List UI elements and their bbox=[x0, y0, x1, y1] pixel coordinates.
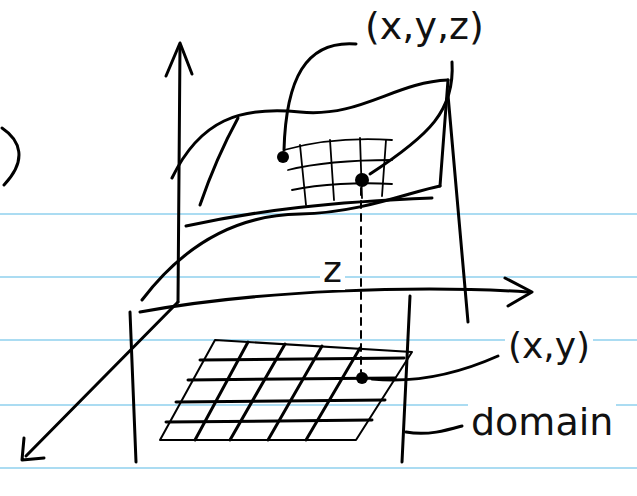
diagonal-axis bbox=[26, 302, 178, 456]
leader-line bbox=[284, 44, 356, 150]
axis-arrowhead bbox=[22, 438, 44, 460]
domain-grid bbox=[160, 340, 412, 440]
axis-label: z bbox=[320, 250, 345, 290]
region-label: domain bbox=[468, 402, 616, 444]
leader-line bbox=[370, 62, 452, 174]
bracket-stroke bbox=[2, 128, 19, 185]
surface-contour bbox=[186, 198, 432, 226]
surface-front-edge bbox=[142, 186, 440, 300]
point-label: (x,y) bbox=[505, 326, 593, 366]
projection-line bbox=[448, 95, 468, 322]
dashed-projection bbox=[360, 188, 362, 372]
surface-point bbox=[355, 173, 369, 187]
horizontal-axis bbox=[140, 289, 528, 312]
axis-arrowhead bbox=[166, 43, 192, 76]
leader-line bbox=[406, 426, 462, 433]
axis-arrowhead bbox=[505, 278, 532, 306]
surface-back-edge bbox=[172, 80, 448, 178]
vertical-axis bbox=[178, 45, 180, 302]
notebook-rules bbox=[0, 214, 637, 468]
projection-line bbox=[130, 312, 136, 462]
surface-point bbox=[277, 151, 289, 163]
surface-side-edge bbox=[200, 118, 238, 205]
point-label: (x,y,z) bbox=[362, 6, 487, 48]
domain-point bbox=[356, 372, 368, 384]
leader-line bbox=[372, 356, 498, 380]
